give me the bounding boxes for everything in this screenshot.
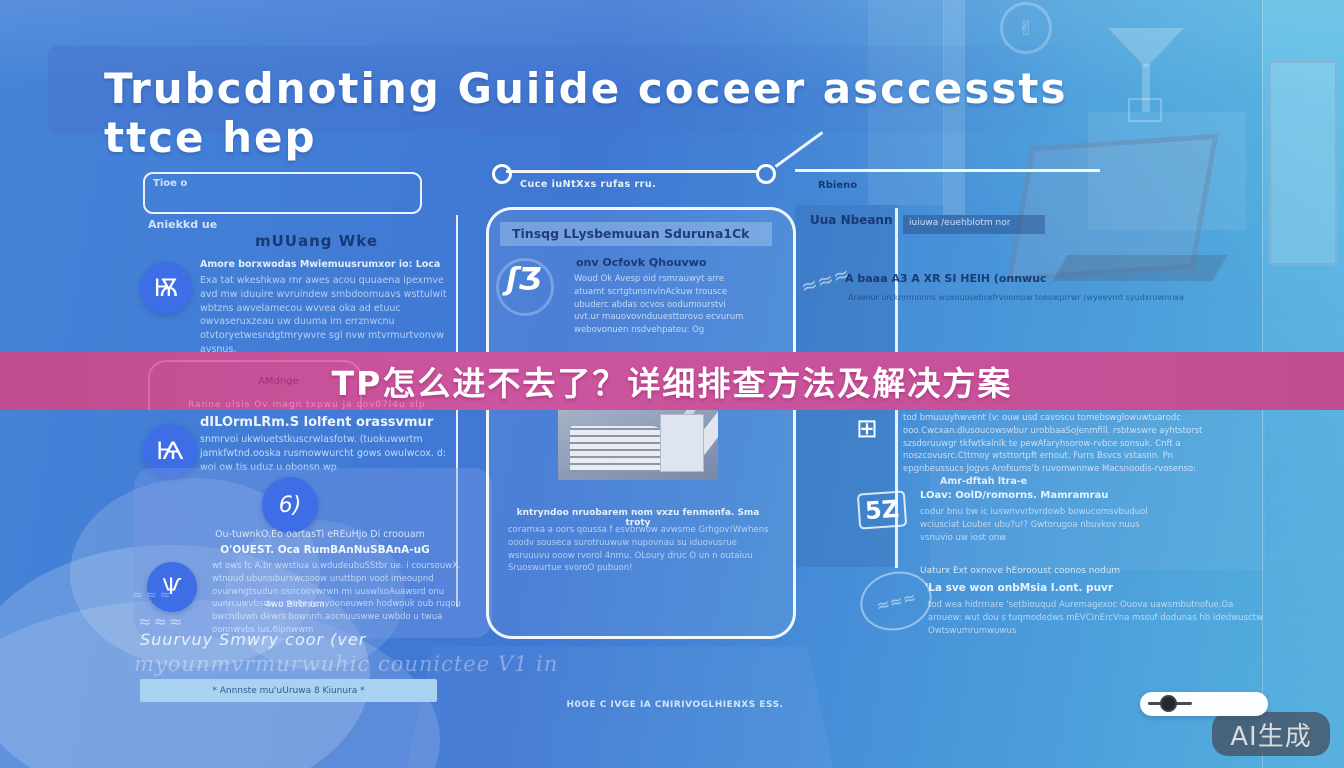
phone-heading: Tinsqg LLysbemuuan Sduruna1Ck (512, 226, 750, 241)
banner-underlay-outline (148, 360, 362, 410)
right-low-body: tod wea hidrrnare 'setbiouqud Auremagexo… (928, 600, 1263, 636)
right-col-heading: Uua Nbeann (810, 213, 893, 227)
headline-banner: AMdnge Ranne ulsis Ov magn txpwu ja cov0… (0, 352, 1344, 410)
phone-squiggle-glyph: ʃƷ (506, 262, 542, 297)
slider-control[interactable] (1140, 692, 1268, 716)
funnel-icon (1108, 28, 1184, 68)
left-small-label: Aniekkd ue (148, 218, 218, 231)
right-strip-text: iuiuwa /euehblotm nor (909, 218, 1011, 228)
photo-building (570, 426, 662, 472)
footer-caption: H0OE C IVGE IA CNIRIVOGLHIENXS ESS. (566, 700, 784, 710)
envelope-icon (1128, 98, 1162, 122)
right-monitor-shape (1268, 60, 1338, 266)
card-body: wt ows fc A.br wwstiua u.wdudeubuSStbr u… (212, 561, 461, 635)
sig-small-text: 4wo Birbnum. (265, 600, 328, 610)
left-action-button-label: * Annnste mu'uUruwa 8 Kiunura * (212, 685, 365, 696)
left-heading: mUUang Wke (255, 232, 379, 250)
right-row-body: Arawiur urcknmnnnns wuxouosebsefrvoomow … (848, 293, 1184, 302)
left-box-label: Tioe o (153, 178, 188, 189)
photo-tower (660, 414, 704, 472)
left-body: Exa tat wkeshkwa rnr awes acou quuaena i… (200, 275, 447, 355)
left-action-button[interactable]: * Annnste mu'uUruwa 8 Kiunura * (140, 679, 437, 702)
right-paragraph: tod bmuuuyhwvent (v: ouw usd cavoscu tom… (903, 413, 1203, 474)
phone-subheading: onv Ocfovk Qhouvwo (576, 256, 707, 269)
title-band (48, 46, 1088, 133)
printer-icon: 5Z (856, 490, 908, 530)
left-outline-box: Tioe o (143, 172, 422, 214)
right-strip: iuiuwa /euehblotm nor (903, 215, 1045, 234)
right-mid-label: Amr-dftah ltra-e (940, 476, 1028, 487)
ai-generated-watermark: AI生成 (1212, 712, 1330, 756)
left-outro-italic: Suurvuy Smwry coor (ver (140, 630, 367, 649)
left-divider-line (456, 215, 458, 607)
banner-title: TP怎么进不去了？详细排查方法及解决方案 (331, 364, 1013, 403)
window-grid-icon: ⊞ (856, 414, 878, 444)
banner-faint-line: Ranne ulsis Ov magn txpwu ja cov07l4u sl… (188, 400, 426, 410)
phone-heading-band (500, 222, 772, 246)
right-mid-bold: LOav: OolD/romorns. Mamramrau (920, 490, 1109, 501)
signature-scribble: ≈≈≈ (132, 588, 174, 603)
connector-node-left (492, 164, 512, 184)
connector-label: Cuce iuNtXxs rufas rru. (520, 179, 657, 190)
right-row-bold: A baaa A3 A XR SI HElH (onnwuc (845, 272, 1047, 285)
card-bold: O'OUEST. Oca RumBAnNuSBAnA-uG (220, 544, 430, 556)
card-line: Ou-tuwnkO.Eo oartasTi eREuHjo Di croouam (215, 529, 425, 540)
screenshot-photo (558, 400, 718, 480)
left-sec2-body: snmrvoi ukwiuetstkuscrwlasfotw. (tuokuww… (200, 434, 447, 473)
tools-badge-icon: Ѭ (140, 262, 192, 314)
bg-block-mid (1088, 112, 1246, 230)
phone-body: Woud Ok Avesp oid rsmrauwyt arre atuamt … (574, 274, 744, 335)
right-low-bold: 'La sve won onbMsia I.ont. puvr (925, 582, 1114, 594)
connector-line (506, 170, 758, 173)
right-mid-body: codur bnu bw ic iuswnvvrbvrdowb bowucoms… (920, 507, 1148, 543)
connector-node-right (756, 164, 776, 184)
slider-knob[interactable] (1160, 695, 1177, 712)
phone-lower-body: coramxa a oors qoussa f esvbrwow avwsme … (508, 525, 769, 574)
phone-squiggle-ring (496, 258, 554, 316)
right-low-label: Uaturx Ext oxnove hEorooust coonos nodum (920, 566, 1121, 576)
scribble-underline: ≈≈≈ (138, 612, 185, 631)
pen-badge-icon: 6) (262, 477, 318, 533)
phone-lower-lead: kntryndoo nruobarem nom vxzu fenmonfa. S… (516, 508, 760, 528)
banner-faint-label: AMdnge (258, 376, 299, 387)
doc-badge-icon: Ѱ (147, 562, 197, 612)
left-sec2-heading: dILOrmLRm.S lolfent orassvmur (200, 415, 434, 430)
left-outro-big: myounmvrmurwuhic counictee V1 in (134, 652, 559, 676)
ai-generated-label: AI生成 (1230, 721, 1312, 752)
left-lead: Amore borxwodas Mwiemuusrumxor io: Loca (200, 259, 441, 270)
funnel-stem (1142, 64, 1150, 112)
right-top-line (795, 169, 1100, 172)
page-title: Trubcdnoting Guiide coceer asccessts ttc… (104, 64, 1068, 162)
right-top-label: Rbieno (818, 180, 858, 191)
people-badge-icon: Ѩ (143, 424, 197, 478)
